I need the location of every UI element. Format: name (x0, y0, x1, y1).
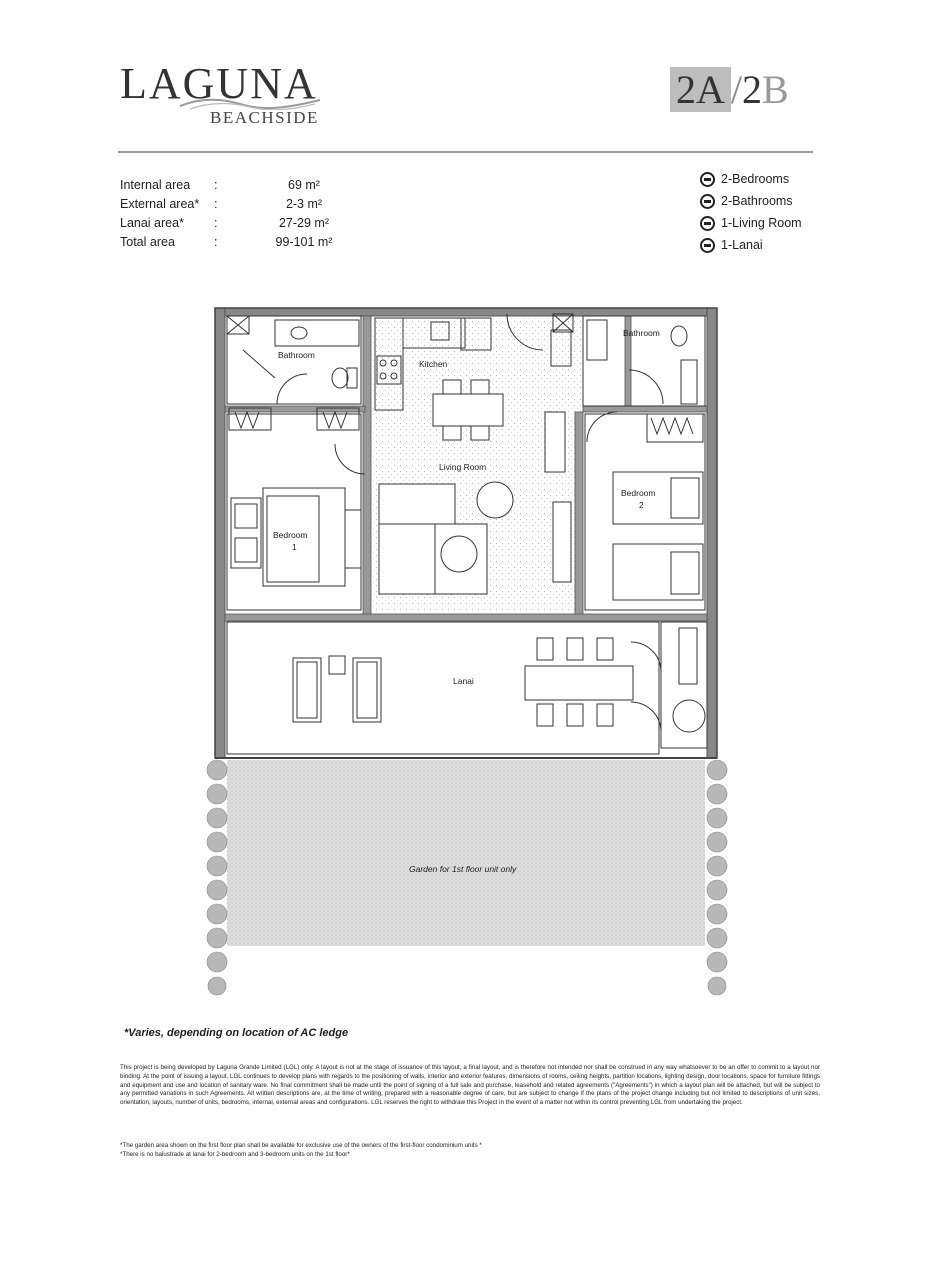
area-value: 2-3 m² (285, 196, 323, 211)
feature-list: 2-Bedrooms 2-Bathrooms 1-Living Room 1-L… (700, 168, 802, 256)
interior-walls (224, 315, 708, 622)
area-colon: : (214, 196, 218, 211)
area-row: Internal area : 69 m² (120, 177, 354, 196)
unit-type-label: 2A/2B (670, 66, 789, 113)
unit-b-letter: B (762, 67, 789, 112)
area-colon: : (214, 215, 218, 230)
feature-item: 2-Bathrooms (700, 190, 802, 212)
garden-label: Garden for 1st floor unit only (409, 864, 517, 874)
feature-item: 1-Living Room (700, 212, 802, 234)
feature-label: 2-Bedrooms (721, 172, 790, 186)
room-label-bathroom-right: Bathroom (623, 328, 660, 338)
bedroom-2 (584, 411, 706, 611)
garden-hedge-left (206, 759, 228, 996)
area-label: External area* (120, 196, 200, 211)
area-value: 27-29 m² (278, 215, 330, 230)
feature-item: 2-Bedrooms (700, 168, 802, 190)
floor-plan: Bathroom Kitchen Living Room (206, 307, 728, 996)
header-divider (118, 151, 813, 153)
area-colon: : (214, 177, 218, 192)
area-row: Lanai area* : 27-29 m² (120, 215, 354, 234)
area-row: Total area : 99-101 m² (120, 234, 354, 253)
lanai (226, 621, 708, 755)
area-table: Internal area : 69 m² External area* : 2… (120, 177, 354, 253)
area-label: Total area (120, 234, 175, 249)
sofa-icon (700, 215, 715, 231)
logo-wave-icon (180, 98, 320, 110)
dining-table (432, 379, 504, 441)
unit-a: 2A (670, 67, 731, 112)
living-furniture (378, 411, 572, 595)
kitchen (374, 313, 572, 411)
balustrade-note: *There is no balustrade at lanai for 2-b… (120, 1151, 350, 1158)
garden-area (227, 760, 705, 946)
bedroom-1 (226, 407, 366, 611)
area-row: External area* : 2-3 m² (120, 196, 354, 215)
right-bathroom (552, 313, 706, 407)
feature-label: 1-Lanai (721, 238, 763, 252)
area-value: 99-101 m² (275, 234, 333, 249)
room-label-kitchen: Kitchen (419, 359, 448, 369)
unit-separator: / (730, 67, 743, 112)
area-colon: : (214, 234, 218, 249)
feature-label: 2-Bathrooms (721, 194, 793, 208)
room-label-living-room: Living Room (439, 462, 486, 472)
area-label: Lanai area* (120, 215, 184, 230)
room-label-bedroom-1: Bedroom (273, 530, 308, 540)
lanai-icon (700, 237, 715, 253)
logo-subtitle: BEACHSIDE (210, 108, 319, 127)
room-label-bedroom-2: Bedroom (621, 488, 656, 498)
disclaimer-text: This project is being developed by Lagun… (120, 1064, 820, 1107)
unit-b-number: 2 (742, 67, 763, 112)
ac-ledge-footnote: *Varies, depending on location of AC led… (124, 1027, 349, 1039)
area-value: 69 m² (288, 177, 320, 192)
bath-icon (700, 193, 715, 209)
room-label-bedroom-1-number: 1 (292, 542, 297, 552)
area-label: Internal area (120, 177, 191, 192)
feature-item: 1-Lanai (700, 234, 802, 256)
left-bathroom (226, 315, 362, 405)
feature-label: 1-Living Room (721, 216, 802, 230)
room-label-bathroom-left: Bathroom (278, 350, 315, 360)
bed-icon (700, 171, 715, 187)
room-label-bedroom-2-number: 2 (639, 500, 644, 510)
garden-hedge-right (706, 759, 728, 996)
garden-note: *The garden area shown on the first floo… (120, 1142, 482, 1149)
room-label-lanai: Lanai (453, 676, 474, 686)
